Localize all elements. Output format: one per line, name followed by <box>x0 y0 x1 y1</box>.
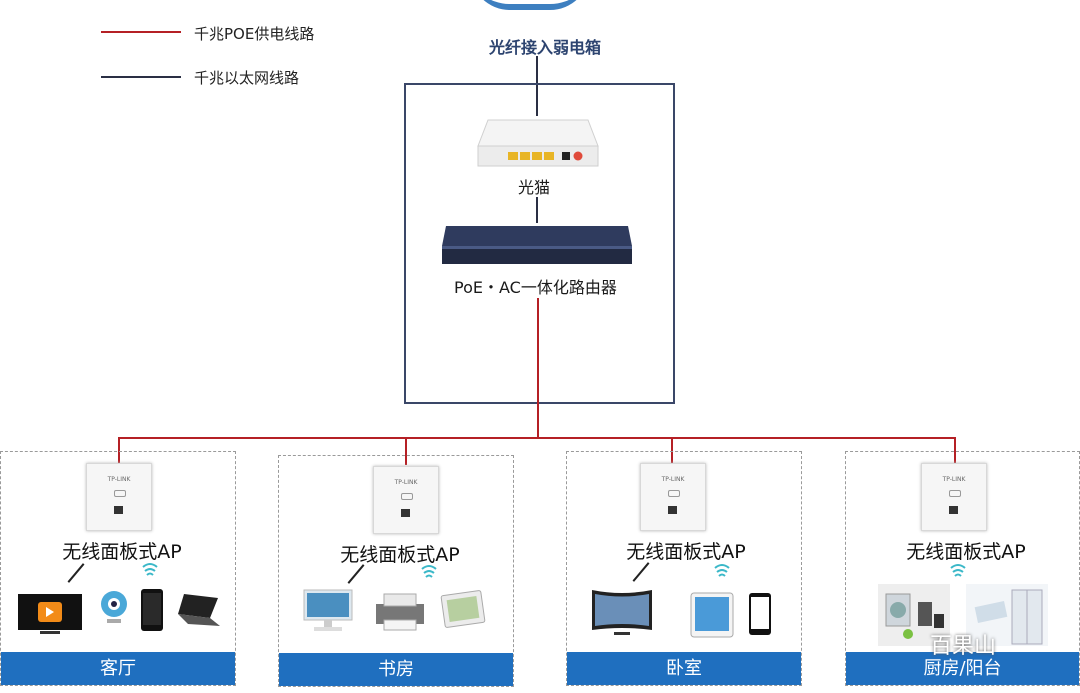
ap-label-kitchen: 无线面板式AP <box>906 541 1026 563</box>
webcam-icon <box>101 591 127 623</box>
curved-tv-icon <box>592 590 652 635</box>
room-bedroom: 卧室 <box>566 451 802 686</box>
ap-port <box>401 509 410 517</box>
ap-brand-label: TP-LINK <box>107 476 131 483</box>
room-study-label: 书房 <box>279 653 513 686</box>
wifi-signal-icon <box>714 564 730 577</box>
tv-icon <box>18 594 82 634</box>
room-study: 书房 <box>278 455 514 687</box>
tablet-icon <box>690 592 734 638</box>
wifi-signal-icon <box>421 565 437 578</box>
appliance-icon <box>878 584 950 646</box>
poe-distribution-line <box>118 437 956 439</box>
room-kitchen: 厨房/阳台 <box>845 451 1080 686</box>
phone-icon <box>141 589 163 631</box>
ap-port <box>668 506 677 514</box>
optical-modem-icon <box>477 119 599 167</box>
laptop-icon <box>178 594 220 626</box>
ap-brand-label: TP-LINK <box>942 476 966 483</box>
poe-drop-study <box>405 437 407 465</box>
tablet-icon <box>440 590 486 628</box>
distribution-box <box>404 83 675 404</box>
ap-panel-bedroom: TP-LINK <box>640 463 706 531</box>
poe-trunk-line <box>537 298 539 438</box>
legend-ethernet-line <box>101 76 181 78</box>
ap-led <box>114 490 126 497</box>
ap-brand-label: TP-LINK <box>394 479 418 486</box>
ap-led <box>949 490 961 497</box>
room-kitchen-label: 厨房/阳台 <box>846 652 1079 685</box>
watermark: 百果山 <box>930 634 997 659</box>
ap-panel-living: TP-LINK <box>86 463 152 531</box>
fridge-icon <box>966 584 1048 646</box>
fiber-entry-label: 光纤接入弱电箱 <box>488 38 601 57</box>
wifi-signal-icon <box>142 563 158 576</box>
legend-poe-line <box>101 31 181 33</box>
room-living: 客厅 <box>0 451 236 686</box>
router-icon <box>442 226 632 264</box>
top-decor-arc <box>470 0 590 10</box>
ap-panel-kitchen: TP-LINK <box>921 463 987 531</box>
modem-router-line <box>536 197 538 223</box>
ap-led <box>401 493 413 500</box>
router-label: PoE・AC一体化路由器 <box>454 278 617 297</box>
wifi-signal-icon <box>950 564 966 577</box>
ap-panel-study: TP-LINK <box>373 466 439 534</box>
fiber-line <box>536 56 538 116</box>
room-bedroom-label: 卧室 <box>567 652 801 685</box>
desktop-icon <box>303 589 353 631</box>
ap-port <box>949 506 958 514</box>
modem-label: 光猫 <box>518 178 551 197</box>
ap-label-living: 无线面板式AP <box>62 541 182 563</box>
phone-icon <box>749 593 771 635</box>
legend-ethernet-label: 千兆以太网线路 <box>194 69 300 87</box>
ap-label-bedroom: 无线面板式AP <box>626 541 746 563</box>
ap-port <box>114 506 123 514</box>
ap-led <box>668 490 680 497</box>
room-living-label: 客厅 <box>1 652 235 685</box>
ap-brand-label: TP-LINK <box>661 476 685 483</box>
printer-icon <box>376 593 424 631</box>
ap-label-study: 无线面板式AP <box>340 544 460 566</box>
legend-poe-label: 千兆POE供电线路 <box>194 25 315 43</box>
